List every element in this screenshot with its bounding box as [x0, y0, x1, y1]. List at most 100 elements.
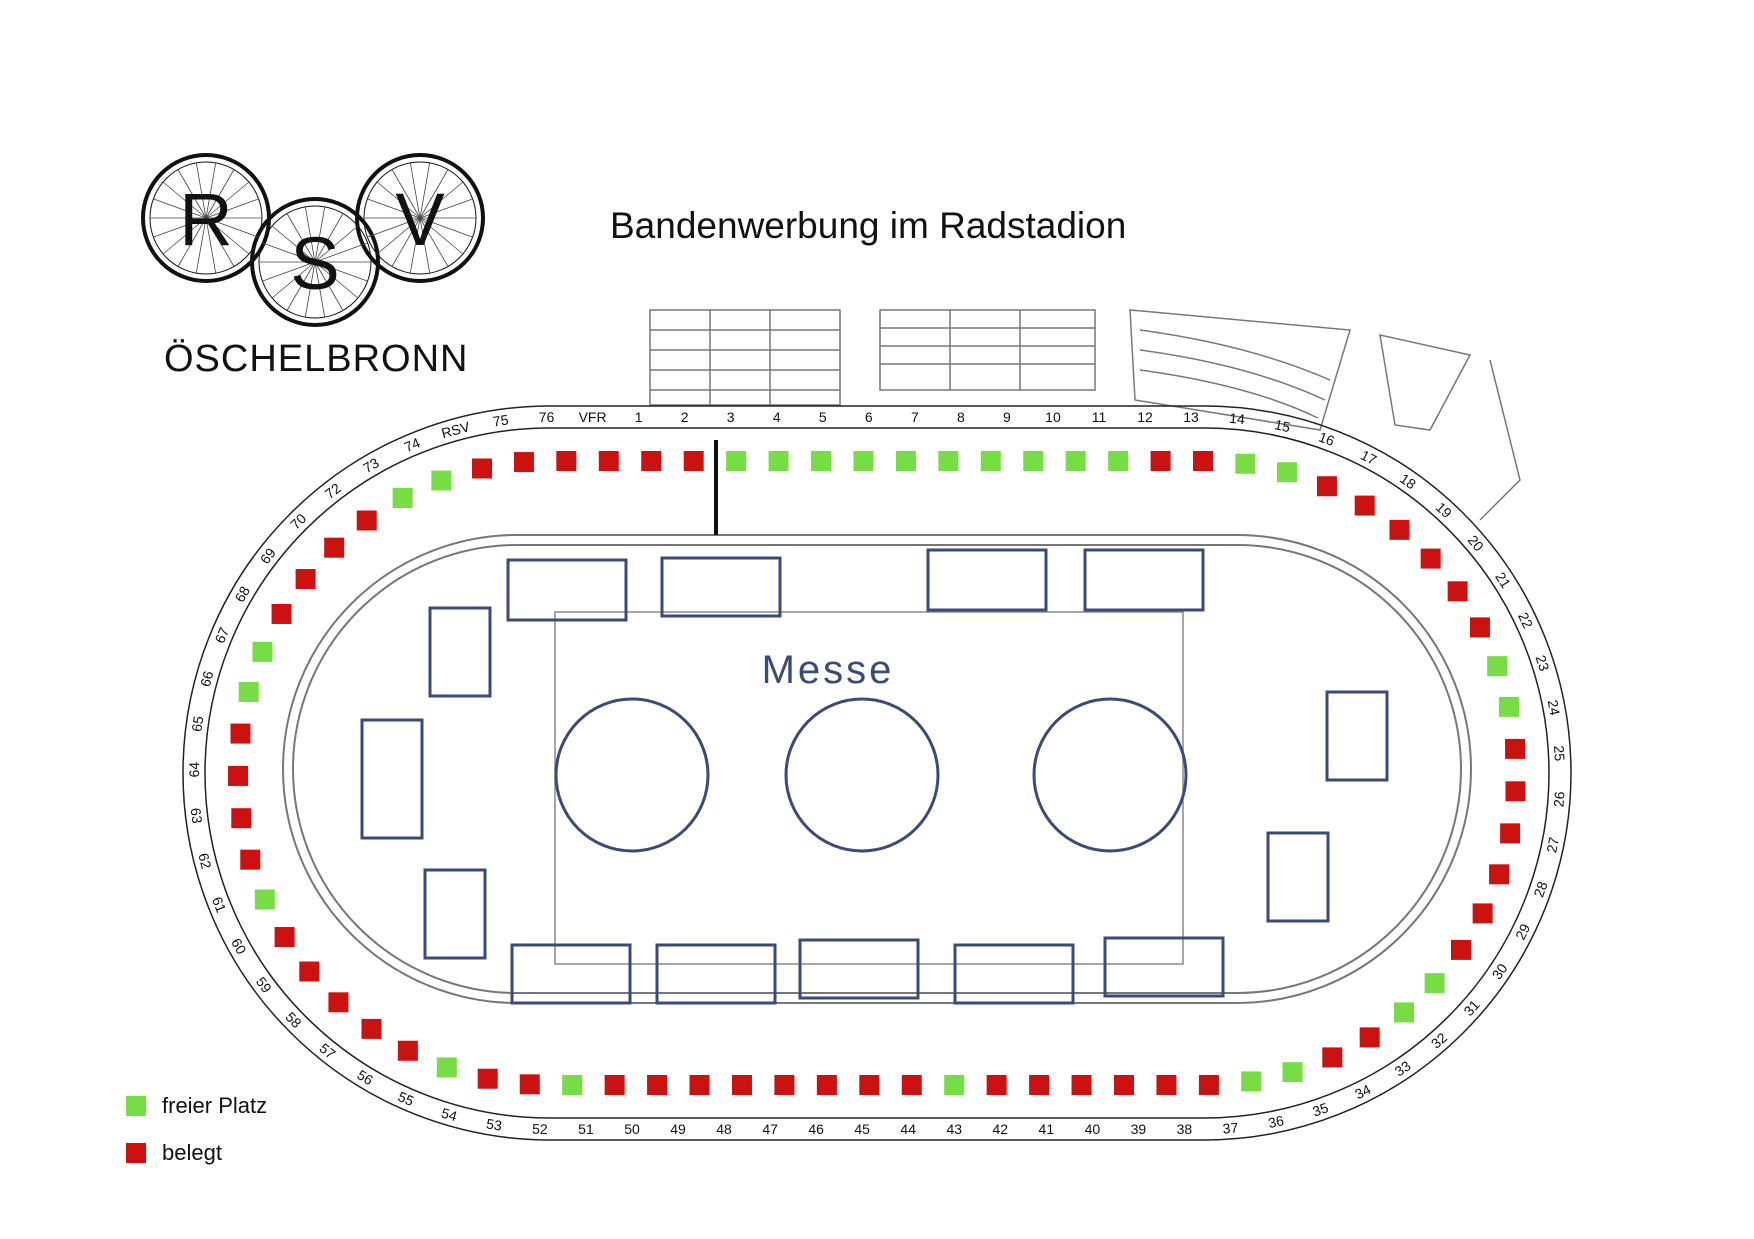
board-label: 53 [485, 1115, 503, 1133]
board-label: 9 [1003, 409, 1011, 425]
board-label: 30 [1489, 960, 1511, 982]
board-status-marker [1276, 462, 1297, 483]
board-status-marker [768, 451, 789, 471]
board-label: 7 [911, 409, 919, 425]
board-status-marker [641, 451, 662, 471]
board-status-marker [230, 723, 251, 744]
board-status-marker [1489, 864, 1510, 885]
board-label: 16 [1317, 429, 1337, 449]
board-label: 61 [209, 894, 230, 915]
infield [360, 548, 1389, 1005]
board-status-marker [238, 681, 259, 702]
board-label: 66 [197, 669, 217, 688]
board-status-marker [1065, 451, 1086, 471]
board-label: 51 [578, 1121, 594, 1137]
board-status-marker [1505, 781, 1526, 802]
rsv-logo [141, 153, 485, 327]
board-status-marker [254, 889, 275, 910]
board-label: 64 [186, 762, 202, 778]
board-status-marker [811, 451, 832, 471]
board-label: 26 [1550, 791, 1567, 808]
board-status-marker [1071, 1075, 1092, 1095]
legend-taken: belegt [126, 1140, 222, 1166]
board-status-marker [295, 569, 316, 590]
board-label: 1 [635, 409, 643, 425]
board-status-marker [1505, 738, 1526, 759]
board-status-marker [328, 992, 349, 1013]
board-label: 40 [1085, 1121, 1101, 1137]
board-status-marker [1150, 451, 1171, 471]
board-status-marker [1420, 548, 1441, 569]
board-label: 34 [1352, 1081, 1373, 1102]
board-label: 63 [188, 807, 206, 825]
board-status-marker [1354, 495, 1375, 516]
infield-label: Messe [762, 648, 895, 692]
race-track [282, 534, 1472, 1004]
board-status-marker [859, 1075, 880, 1095]
board-status-marker [1023, 451, 1044, 471]
board-status-marker [471, 458, 492, 479]
board-label: 6 [865, 409, 873, 425]
board-label: RSV [440, 418, 473, 441]
board-status-marker [944, 1075, 965, 1095]
board-label: 76 [539, 409, 555, 425]
board-label: 24 [1545, 699, 1564, 717]
board-status-marker [274, 927, 295, 948]
board-status-marker [556, 451, 577, 471]
board-label: 2 [681, 409, 689, 425]
board-status-marker [1316, 476, 1337, 497]
board-status-marker [431, 470, 452, 491]
board-label: 37 [1222, 1119, 1239, 1136]
board-status-marker [853, 451, 874, 471]
board-label: 36 [1267, 1112, 1286, 1131]
board-status-marker [980, 451, 1001, 471]
board-label: 74 [402, 434, 423, 455]
board-label: 68 [231, 583, 253, 605]
board-status-marker [1198, 1074, 1219, 1095]
board-label: 52 [532, 1121, 548, 1137]
legend-taken-label: belegt [162, 1140, 222, 1165]
board-status-marker [1359, 1027, 1380, 1048]
board-status-marker [774, 1075, 795, 1095]
board-status-marker [1282, 1062, 1303, 1083]
board-label: 54 [440, 1105, 460, 1125]
board-label: 3 [727, 409, 735, 425]
board-label: 42 [992, 1121, 1008, 1137]
board-label: 35 [1310, 1099, 1330, 1119]
board-status-marker [356, 510, 377, 531]
board-status-marker [1156, 1075, 1177, 1095]
board-label: 29 [1512, 921, 1533, 942]
page-title: Bandenwerbung im Radstadion [610, 205, 1127, 246]
board-status-marker [731, 1075, 752, 1095]
board-label: 12 [1137, 409, 1153, 425]
board-status-marker [299, 961, 320, 982]
board-label: 22 [1515, 610, 1536, 631]
board-status-marker [1424, 973, 1445, 994]
board-status-marker [252, 641, 273, 662]
board-label: 38 [1177, 1121, 1193, 1137]
board-status-marker [1029, 1075, 1050, 1095]
board-label: 46 [808, 1121, 824, 1137]
board-label: 43 [946, 1121, 962, 1137]
board-label: 17 [1358, 447, 1379, 468]
board-status-marker [1113, 1075, 1134, 1095]
board-status-marker [271, 603, 292, 624]
grandstands [649, 309, 1521, 521]
board-status-marker [228, 765, 249, 786]
board-status-marker [895, 451, 916, 471]
board-label: 25 [1551, 745, 1568, 762]
board-label: 47 [762, 1121, 778, 1137]
board-markers [228, 451, 1526, 1095]
board-status-marker [816, 1075, 837, 1095]
board-label: 28 [1530, 879, 1550, 899]
board-status-marker [1469, 617, 1490, 638]
board-status-marker [1487, 656, 1508, 677]
board-label: 14 [1229, 410, 1246, 427]
board-status-marker [1389, 519, 1410, 540]
board-status-marker [513, 452, 534, 473]
board-status-marker [324, 537, 345, 558]
board-status-marker [240, 849, 261, 870]
board-status-marker [1235, 453, 1256, 474]
